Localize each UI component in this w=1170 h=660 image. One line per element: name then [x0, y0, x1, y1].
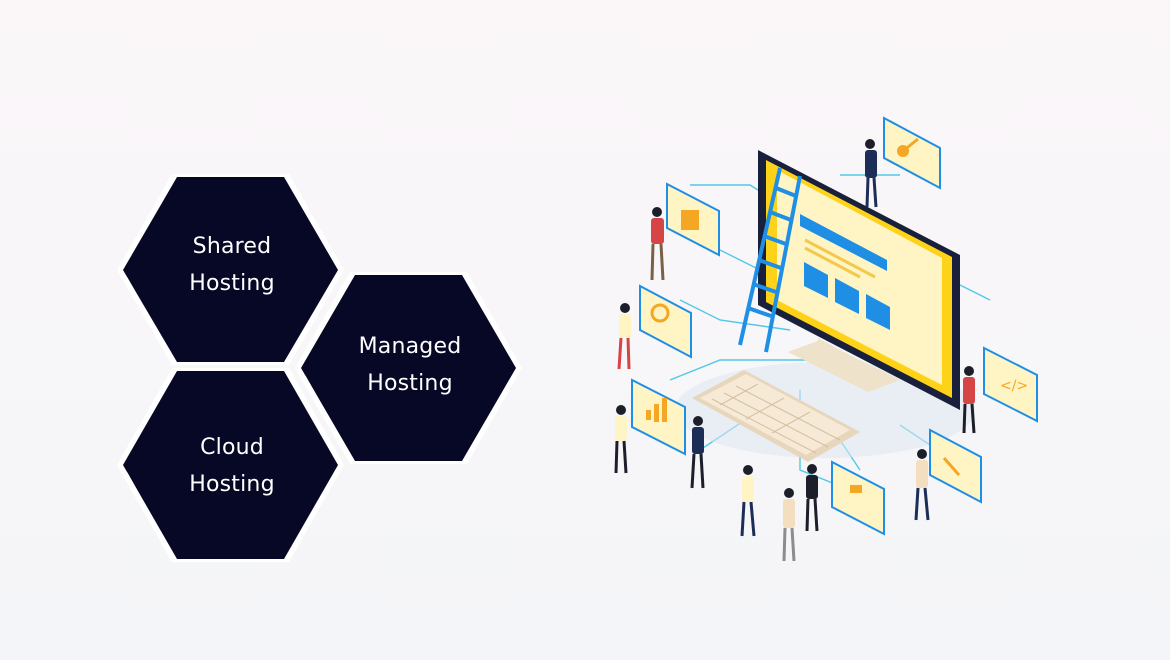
- person-bottom-group-1: [740, 465, 756, 537]
- shared-hosting-label: Shared Hosting: [157, 228, 307, 302]
- managed-hosting-hexagon: [295, 272, 522, 464]
- person-top: [865, 139, 878, 208]
- search-panel: [639, 284, 692, 359]
- person-right-bottom: [914, 449, 930, 521]
- shared-hosting-line2: Hosting: [189, 271, 275, 296]
- cloud-hosting-line1: Cloud: [200, 435, 264, 460]
- document-panel: [666, 182, 720, 257]
- monitor-icon: [758, 150, 960, 410]
- person-left-middle: [617, 303, 631, 370]
- cloud-hosting-line2: Hosting: [189, 472, 275, 497]
- people-figures: [614, 139, 976, 562]
- floating-window-panels: </>: [631, 116, 1038, 536]
- managed-hosting-line2: Hosting: [367, 371, 453, 396]
- person-center-left: [690, 416, 705, 489]
- managed-hosting-label: Managed Hosting: [335, 328, 485, 402]
- managed-hosting-line1: Managed: [358, 334, 462, 359]
- ladder-icon: [738, 167, 802, 353]
- person-bottom-group-3: [805, 464, 819, 532]
- person-bottom-group-2: [782, 488, 796, 562]
- code-panel: </>: [983, 346, 1038, 423]
- cloud-hosting-hexagon: [117, 368, 344, 562]
- web-hosting-illustration: </>: [614, 116, 1038, 562]
- hexagon-shapes: [117, 174, 522, 562]
- keyboard-icon: [692, 370, 860, 462]
- shared-hosting-line1: Shared: [192, 234, 272, 259]
- hosting-types-hexagons: Shared Hosting Managed Hosting Cloud Hos…: [0, 0, 560, 660]
- person-right-middle: [962, 366, 976, 434]
- chart-panel: [631, 378, 686, 456]
- person-left-top: [650, 207, 665, 281]
- cloud-hosting-label: Cloud Hosting: [157, 429, 307, 503]
- network-panel: [883, 116, 941, 190]
- shared-hosting-hexagon: [117, 174, 344, 365]
- design-panel: [929, 428, 982, 504]
- person-left-bottom: [614, 405, 628, 474]
- code-symbol-icon: </>: [1000, 378, 1028, 394]
- sitemap-panel: [831, 460, 885, 536]
